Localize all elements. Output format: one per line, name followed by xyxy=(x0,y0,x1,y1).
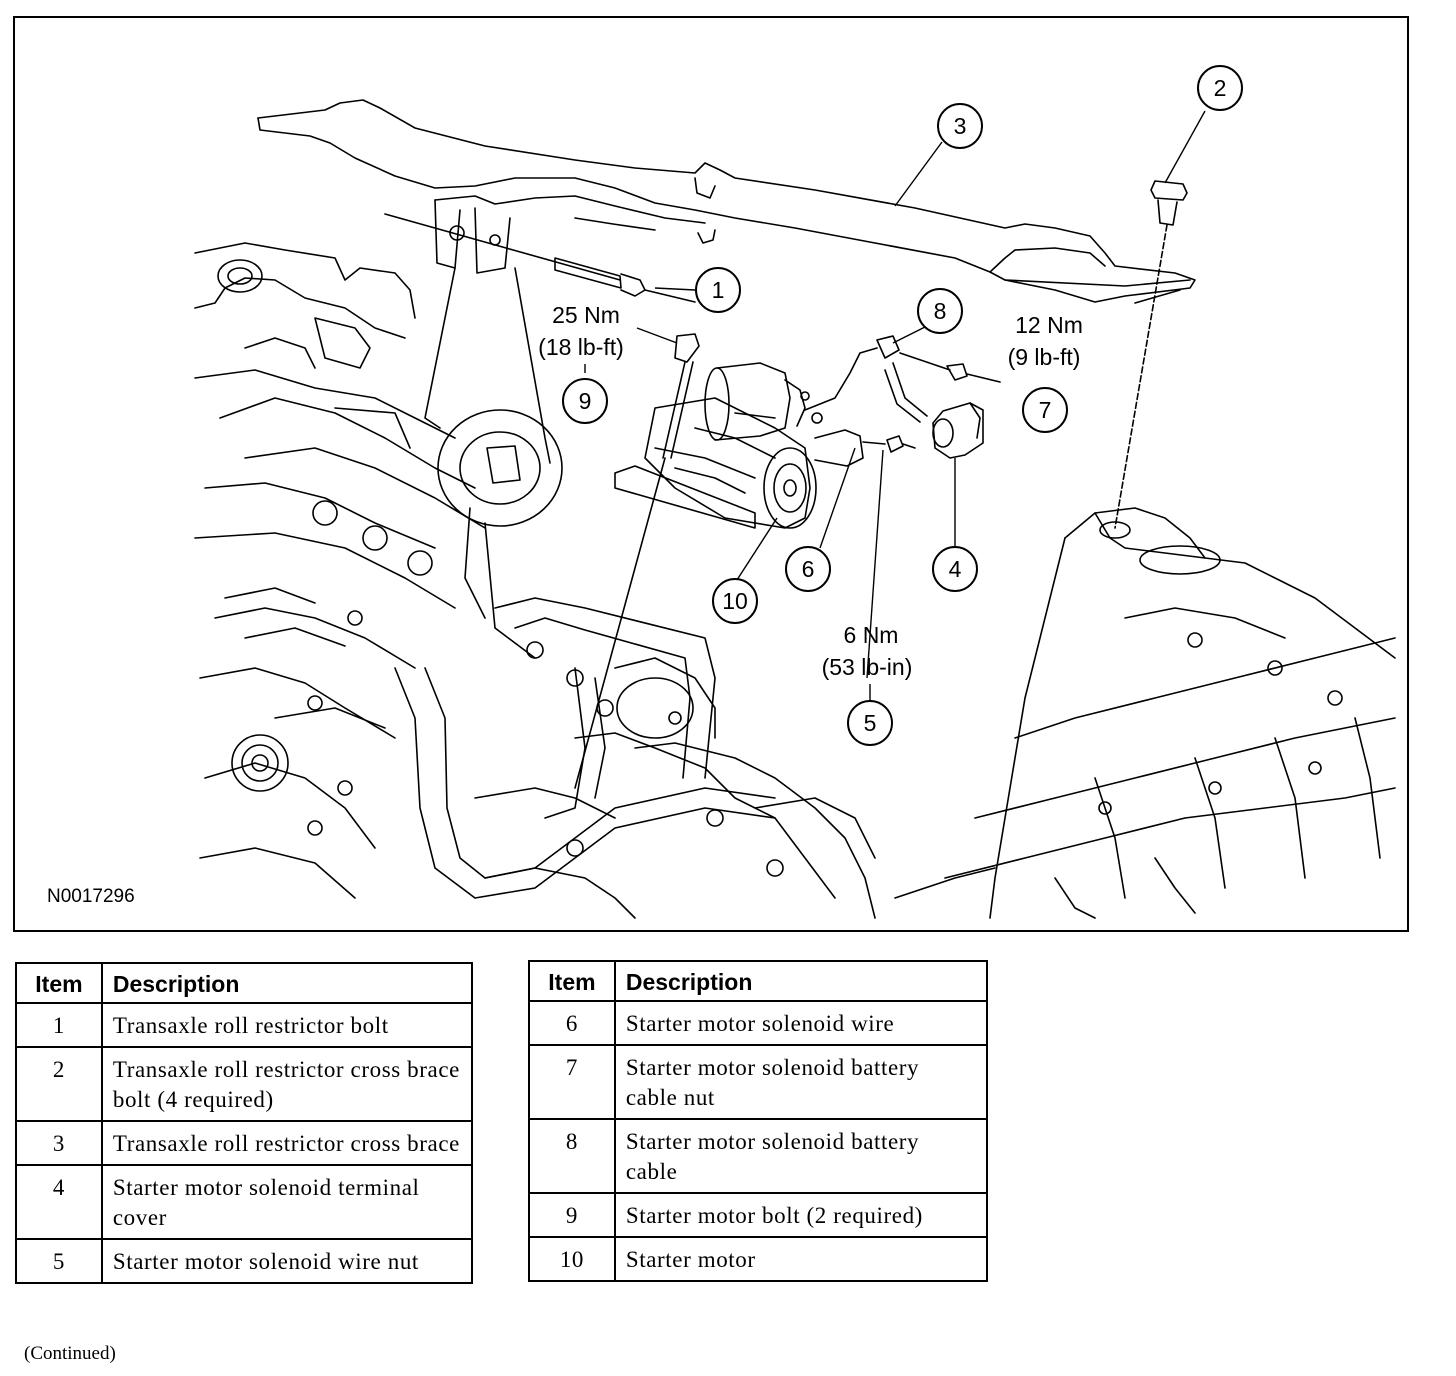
terminal-cover-drawing xyxy=(932,402,984,459)
legend-row: 10 Starter motor xyxy=(528,1236,989,1282)
legend-item-number: 10 xyxy=(528,1236,616,1282)
callout-3: 3 xyxy=(954,113,967,139)
bolt-9-drawing xyxy=(574,333,700,789)
callout-2: 2 xyxy=(1214,75,1227,101)
battery-cable-drawing xyxy=(804,335,1001,423)
legend-item-number: 6 xyxy=(528,1000,616,1046)
legend-item-number: 3 xyxy=(15,1120,103,1166)
description-header: Description xyxy=(100,962,474,1004)
legend-item-description: Starter motor solenoid wire nut xyxy=(100,1238,474,1284)
torque-5-nm: 6 Nm xyxy=(844,622,899,648)
callout-5: 5 xyxy=(864,710,877,736)
legend-item-number: 7 xyxy=(528,1044,616,1120)
legend-row: 5 Starter motor solenoid wire nut xyxy=(15,1238,474,1284)
legend-row: 9 Starter motor bolt (2 required) xyxy=(528,1192,989,1238)
legend-item-number: 2 xyxy=(15,1046,103,1122)
figure-id: N0017296 xyxy=(47,886,135,907)
legend-item-number: 5 xyxy=(15,1238,103,1284)
legend-header-row: Item Description xyxy=(15,962,474,1004)
legend-item-description: Transaxle roll restrictor bolt xyxy=(100,1002,474,1048)
callout-8: 8 xyxy=(934,298,947,324)
item-header: Item xyxy=(528,960,616,1002)
legend-row: 7 Starter motor solenoid battery cable n… xyxy=(528,1044,989,1120)
exploded-view-diagram: 1 2 3 4 5 6 7 8 9 10 25 Nm (18 lb-ft) 12… xyxy=(13,16,1409,932)
continued-label: (Continued) xyxy=(24,1343,116,1364)
legend-row: 6 Starter motor solenoid wire xyxy=(528,1000,989,1046)
leader-lines xyxy=(584,110,1206,701)
cross-brace-drawing xyxy=(257,99,1196,304)
legend-item-description: Starter motor xyxy=(613,1236,989,1282)
legend-row: 4 Starter motor solenoid terminal cover xyxy=(15,1164,474,1240)
starter-motor-drawing xyxy=(614,362,864,529)
legend-item-description: Starter motor bolt (2 required) xyxy=(613,1192,989,1238)
legend-item-number: 9 xyxy=(528,1192,616,1238)
bolt-2-drawing xyxy=(1114,180,1188,529)
transaxle-housing-drawing xyxy=(474,657,876,919)
legend-row: 3 Transaxle roll restrictor cross brace xyxy=(15,1120,474,1166)
legend-row: 1 Transaxle roll restrictor bolt xyxy=(15,1002,474,1048)
callout-10: 10 xyxy=(722,588,748,614)
description-header: Description xyxy=(613,960,989,1002)
legend-table-right: Item Description 6 Starter motor solenoi… xyxy=(528,960,989,1282)
legend-item-number: 8 xyxy=(528,1118,616,1194)
engine-block-drawing xyxy=(194,242,486,899)
body-structure-drawing xyxy=(894,507,1396,919)
callout-7: 7 xyxy=(1039,397,1052,423)
legend-item-description: Starter motor solenoid battery cable xyxy=(613,1118,989,1194)
torque-7-imperial: (9 lb-ft) xyxy=(1008,344,1081,370)
legend-item-description: Starter motor solenoid wire xyxy=(613,1000,989,1046)
legend-header-row: Item Description xyxy=(528,960,989,1002)
torque-9-nm: 25 Nm xyxy=(552,302,620,328)
roll-restrictor-drawing xyxy=(424,267,563,659)
callout-4: 4 xyxy=(949,556,962,582)
legend-row: 8 Starter motor solenoid battery cable xyxy=(528,1118,989,1194)
legend-item-number: 4 xyxy=(15,1164,103,1240)
callout-1: 1 xyxy=(712,277,725,303)
torque-7-nm: 12 Nm xyxy=(1015,312,1083,338)
callout-9: 9 xyxy=(579,388,592,414)
legend-item-description: Transaxle roll restrictor cross brace bo… xyxy=(100,1046,474,1122)
torque-5-imperial: (53 lb-in) xyxy=(822,654,913,680)
callout-6: 6 xyxy=(802,556,815,582)
legend-item-description: Starter motor solenoid terminal cover xyxy=(100,1164,474,1240)
wire-nut-drawing xyxy=(862,435,916,453)
item-header: Item xyxy=(15,962,103,1004)
legend-item-number: 1 xyxy=(15,1002,103,1048)
diagram-canvas: 1 2 3 4 5 6 7 8 9 10 25 Nm (18 lb-ft) 12… xyxy=(47,65,1396,919)
legend-row: 2 Transaxle roll restrictor cross brace … xyxy=(15,1046,474,1122)
legend-item-description: Starter motor solenoid battery cable nut xyxy=(613,1044,989,1120)
pipe-drawing xyxy=(394,597,776,899)
torque-9-imperial: (18 lb-ft) xyxy=(538,334,624,360)
legend-table-left: Item Description 1 Transaxle roll restri… xyxy=(15,962,474,1284)
legend-item-description: Transaxle roll restrictor cross brace xyxy=(100,1120,474,1166)
bolt-1-drawing xyxy=(384,213,696,303)
